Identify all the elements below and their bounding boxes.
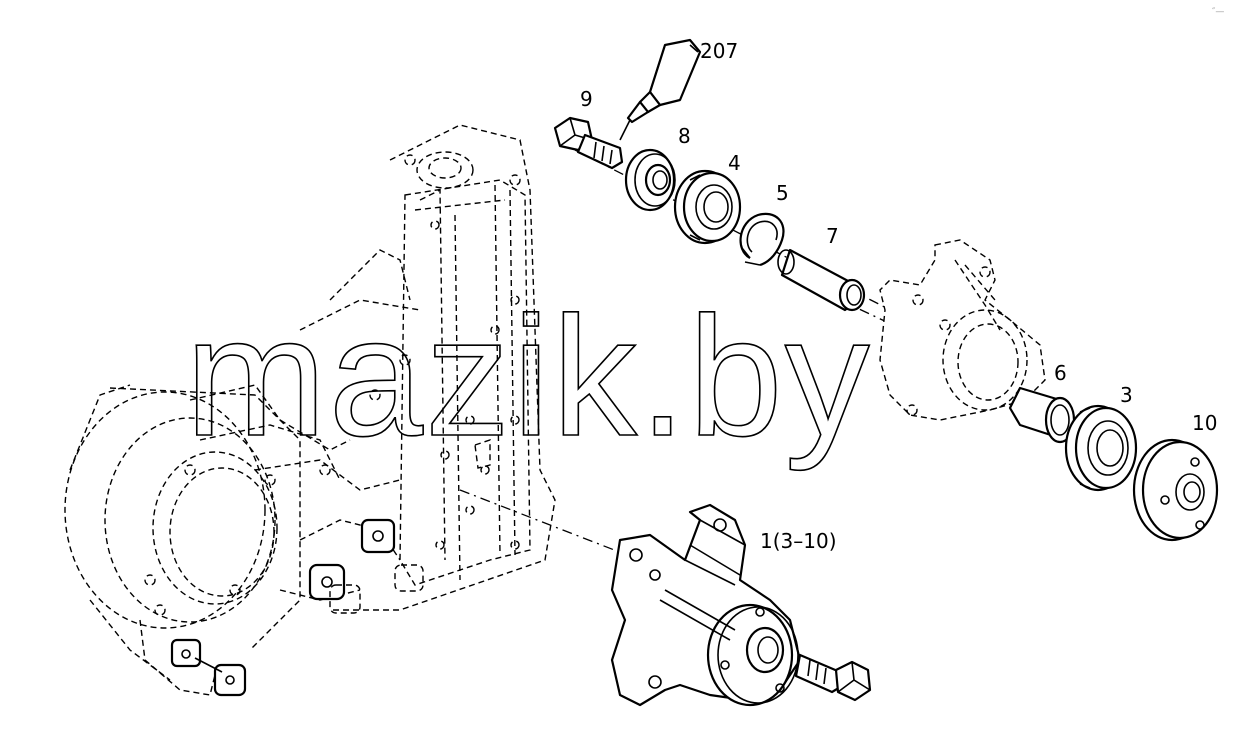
hex-bolt-icon (794, 653, 872, 702)
corner-mark: ″— (1212, 7, 1224, 17)
part-label-6: 6 (1054, 361, 1067, 385)
part-label-5: 5 (776, 181, 789, 205)
part-labels: 207 9 8 4 5 7 6 3 10 1(3–10) (580, 39, 1217, 553)
part-label-207: 207 (700, 39, 738, 63)
part-label-7: 7 (826, 224, 839, 248)
sealant-tube-icon (619, 38, 702, 141)
part-label-10: 10 (1192, 411, 1217, 435)
part-label-9: 9 (580, 87, 593, 111)
part-label-1: 1(3–10) (760, 529, 837, 553)
washer-flange-icon (624, 148, 676, 212)
tensioner-arm-icon (879, 239, 1046, 421)
part-label-8: 8 (678, 124, 691, 148)
pulley-hub-icon (1132, 438, 1219, 542)
bearing-4-icon (673, 169, 742, 245)
watermark-text: mazik.by (185, 282, 872, 472)
bearing-3-icon (1064, 404, 1138, 492)
shaft-icon (777, 248, 866, 312)
engine-housing (64, 124, 556, 697)
part-label-3: 3 (1120, 383, 1133, 407)
part-label-4: 4 (728, 151, 741, 175)
tensioner-bracket-icon (610, 503, 802, 707)
snap-ring-icon (739, 212, 785, 267)
bolt-icon (553, 116, 624, 170)
bushing-icon (1008, 386, 1076, 444)
